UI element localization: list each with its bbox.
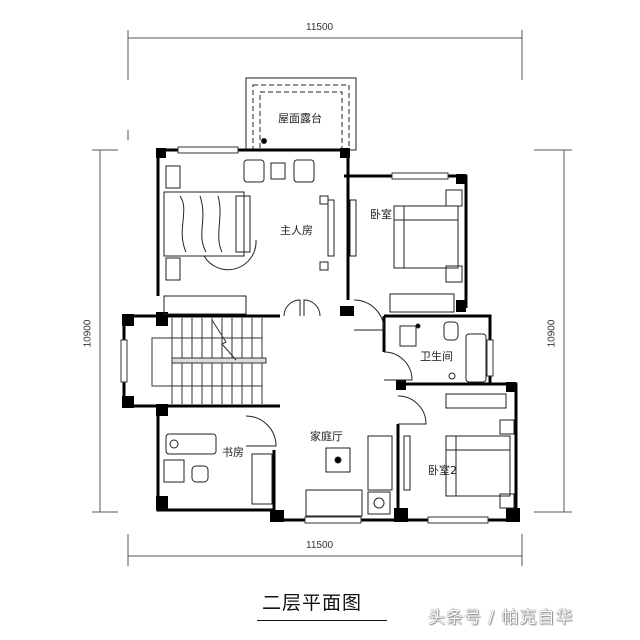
study-furniture: [163, 433, 273, 505]
dimension-bottom: 11500: [306, 540, 334, 551]
dimension-left: 10900: [82, 319, 94, 348]
windows: [120, 146, 494, 524]
staircase: [151, 318, 267, 404]
bedroom-1-furniture: [349, 189, 463, 313]
doors: [245, 299, 427, 447]
master-bedroom-furniture: [163, 159, 335, 315]
dimension-lines: [92, 30, 572, 566]
room-label-master-bedroom: 主人房: [280, 224, 313, 237]
dimension-right: 10900: [546, 319, 558, 348]
bathroom-fixtures: [399, 321, 487, 383]
room-label-bathroom: 卫生间: [420, 350, 453, 363]
watermark: 头条号 / 帕克自华: [428, 608, 574, 628]
family-hall-furniture: [305, 435, 393, 517]
room-label-bedroom-2: 卧室2: [428, 464, 457, 477]
bedroom-2-furniture: [403, 393, 515, 509]
room-label-roof-terrace: 屋面露台: [278, 112, 322, 125]
room-label-bedroom-1: 卧室: [370, 208, 392, 221]
title-underline: [257, 620, 387, 621]
room-label-family-hall: 家庭厅: [310, 430, 343, 443]
wall-columns: [122, 148, 520, 522]
drawing-title: 二层平面图: [262, 592, 363, 614]
room-label-study: 书房: [222, 446, 244, 459]
dimension-top: 11500: [306, 22, 334, 33]
